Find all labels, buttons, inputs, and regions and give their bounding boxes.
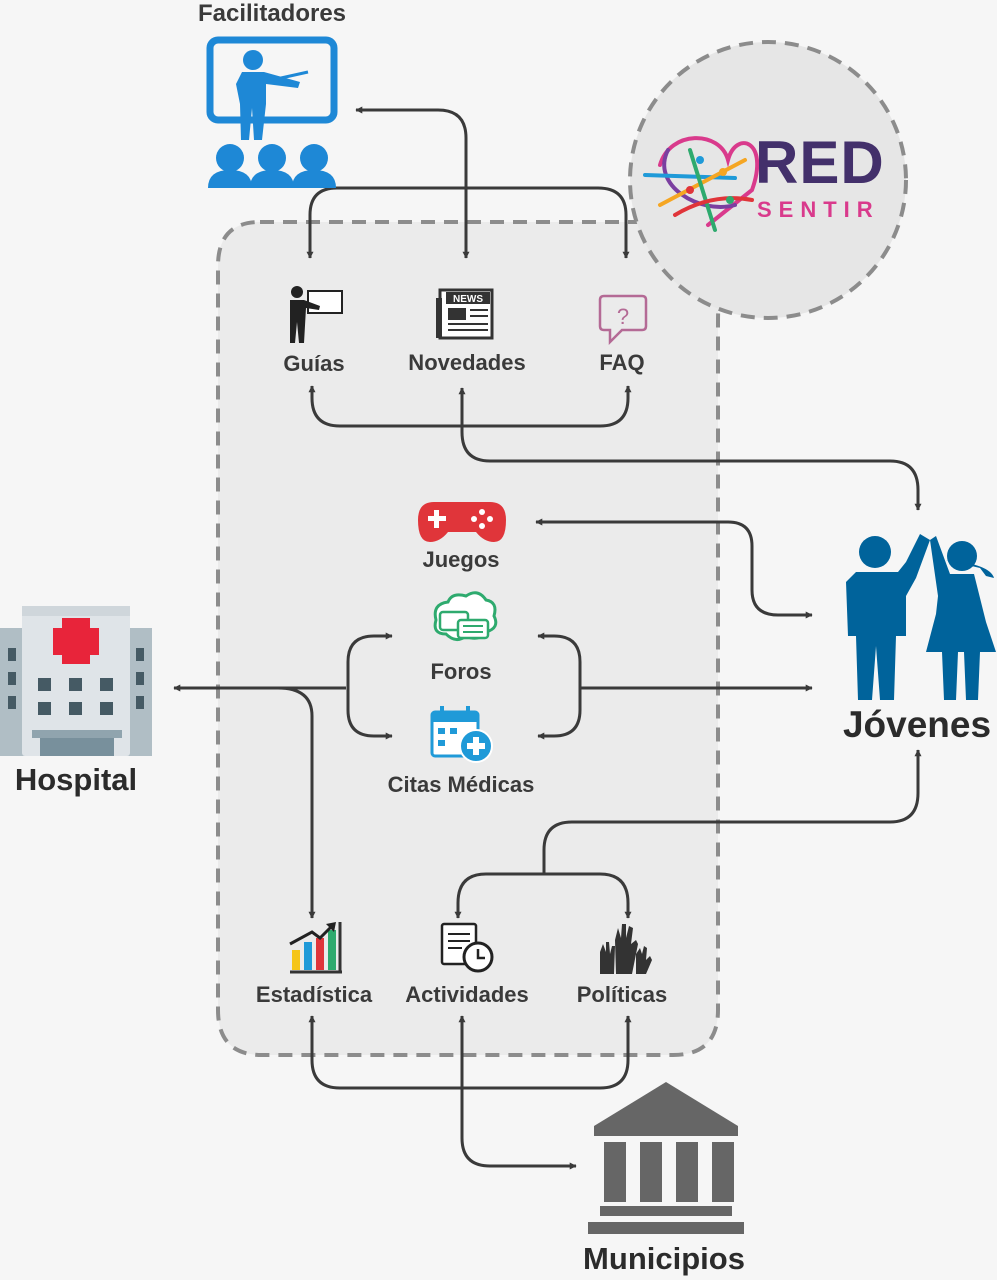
jovenes-label: Jóvenes bbox=[842, 704, 992, 745]
juegos-label: Juegos bbox=[422, 547, 500, 572]
facilitadores-label: Facilitadores bbox=[197, 0, 347, 27]
connectors bbox=[173, 106, 922, 1170]
foros-label: Foros bbox=[430, 659, 492, 684]
logo-region bbox=[628, 40, 908, 320]
medical-calendar-icon bbox=[430, 706, 493, 763]
statistics-chart-icon bbox=[289, 922, 342, 974]
faq-bubble-icon: ? bbox=[598, 294, 648, 346]
politicas-label: Políticas bbox=[576, 982, 668, 1007]
citas-medicas-label: Citas Médicas bbox=[387, 772, 535, 797]
municipios-label: Municipios bbox=[583, 1241, 745, 1276]
faq-label: FAQ bbox=[599, 350, 645, 375]
activities-clock-icon bbox=[440, 922, 494, 973]
estadistica-label: Estadística bbox=[255, 982, 373, 1007]
hospital-building-icon bbox=[0, 606, 152, 756]
hospital-label: Hospital bbox=[14, 762, 138, 797]
faq-question-mark: ? bbox=[617, 304, 629, 329]
government-building-icon bbox=[588, 1082, 744, 1234]
newspaper-icon: NEWS bbox=[436, 288, 494, 340]
forum-chat-icon bbox=[433, 591, 498, 641]
guide-presenter-icon bbox=[290, 286, 343, 343]
facilitator-presenter-icon bbox=[206, 36, 338, 140]
news-text: NEWS bbox=[453, 294, 483, 305]
logo-sentir-text: SENTIR bbox=[757, 197, 880, 222]
logo-red-text: RED bbox=[755, 129, 885, 196]
actividades-label: Actividades bbox=[405, 982, 529, 1007]
gamepad-icon bbox=[418, 502, 506, 542]
guias-label: Guías bbox=[283, 351, 345, 376]
logo-mark-icon bbox=[643, 136, 760, 232]
audience-icon bbox=[208, 144, 336, 188]
novedades-label: Novedades bbox=[408, 350, 526, 375]
raised-hands-icon bbox=[600, 924, 652, 974]
young-people-icon bbox=[846, 534, 996, 700]
